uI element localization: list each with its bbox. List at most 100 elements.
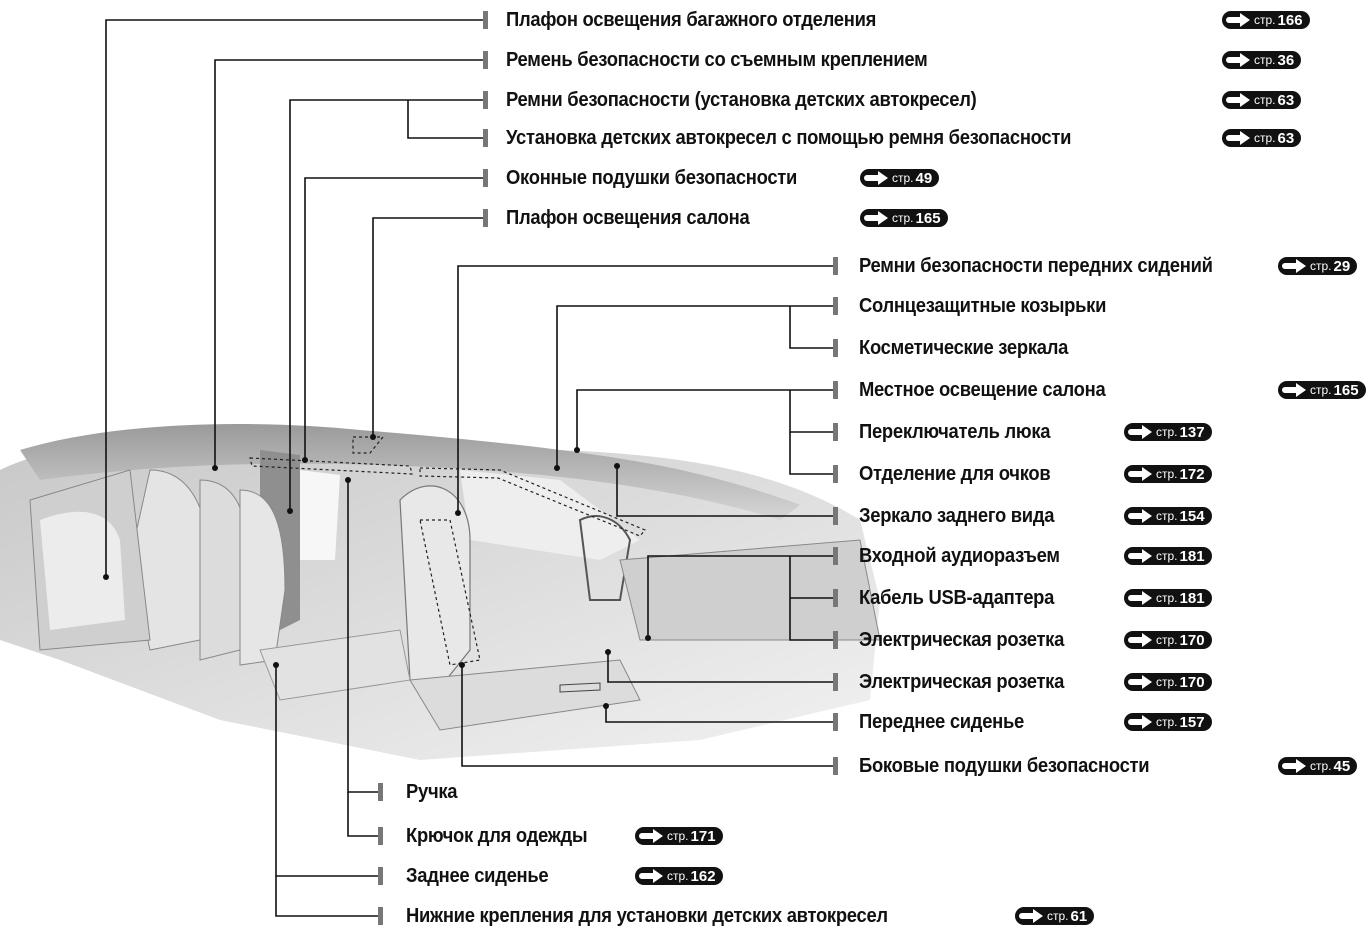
callout-label: Косметические зеркала xyxy=(859,337,1069,359)
arrow-right-icon xyxy=(1019,909,1043,923)
page-reference-badge[interactable]: стр.166 xyxy=(1222,11,1310,29)
callout-marker xyxy=(483,169,488,187)
page-reference-badge[interactable]: стр.61 xyxy=(1015,907,1095,925)
page-reference-link[interactable]: стр.49 xyxy=(860,168,940,188)
arrow-right-icon xyxy=(639,869,663,883)
page-number: 45 xyxy=(1333,757,1351,775)
arrow-right-icon xyxy=(1128,633,1152,647)
page-prefix: стр. xyxy=(667,829,689,843)
arrow-right-icon xyxy=(1128,509,1152,523)
page-reference-badge[interactable]: стр.29 xyxy=(1278,257,1358,275)
page-reference-link[interactable]: стр.181 xyxy=(1124,588,1212,608)
page-prefix: стр. xyxy=(1310,759,1332,773)
page-reference-badge[interactable]: стр.181 xyxy=(1124,547,1212,565)
page-reference-link[interactable]: стр.170 xyxy=(1124,672,1212,692)
callout-marker xyxy=(833,547,838,565)
page-reference-badge[interactable]: стр.36 xyxy=(1222,51,1302,69)
page-prefix: стр. xyxy=(1156,715,1178,729)
callout-label: Ручка xyxy=(406,781,458,803)
arrow-right-icon xyxy=(1226,53,1250,67)
page-reference-badge[interactable]: стр.170 xyxy=(1124,673,1212,691)
page-reference-link[interactable]: стр.63 xyxy=(1222,90,1302,110)
page-prefix: стр. xyxy=(1156,633,1178,647)
page-reference-link[interactable]: стр.165 xyxy=(1278,380,1366,400)
callout-marker xyxy=(833,257,838,275)
page-reference-link[interactable]: стр.166 xyxy=(1222,10,1310,30)
page-reference-badge[interactable]: стр.181 xyxy=(1124,589,1212,607)
page-reference-badge[interactable]: стр.170 xyxy=(1124,631,1212,649)
page-reference-link[interactable]: стр.63 xyxy=(1222,128,1302,148)
callout-marker xyxy=(483,51,488,69)
page-reference-badge[interactable]: стр.63 xyxy=(1222,91,1302,109)
callout-label: Ремни безопасности (установка детских ав… xyxy=(506,89,977,111)
page-reference-link[interactable]: стр.157 xyxy=(1124,712,1212,732)
page-reference-badge[interactable]: стр.49 xyxy=(860,169,940,187)
page-number: 157 xyxy=(1179,713,1205,731)
page-prefix: стр. xyxy=(1156,509,1178,523)
page-reference-link[interactable]: стр.61 xyxy=(1015,906,1095,926)
callout-marker xyxy=(833,713,838,731)
callout-marker xyxy=(378,907,383,925)
callout-marker xyxy=(833,631,838,649)
callout-label: Кабель USB-адаптера xyxy=(859,587,1055,609)
page-number: 181 xyxy=(1179,589,1205,607)
callout-label: Установка детских автокресел с помощью р… xyxy=(506,127,1072,149)
callout-marker xyxy=(833,465,838,483)
page-number: 170 xyxy=(1179,673,1205,691)
callout-label: Заднее сиденье xyxy=(406,865,549,887)
page-reference-link[interactable]: стр.137 xyxy=(1124,422,1212,442)
page-prefix: стр. xyxy=(1310,259,1332,273)
callout-label: Переднее сиденье xyxy=(859,711,1025,733)
page-reference-badge[interactable]: стр.63 xyxy=(1222,129,1302,147)
page-reference-badge[interactable]: стр.45 xyxy=(1278,757,1358,775)
page-number: 49 xyxy=(915,169,933,187)
page-reference-link[interactable]: стр.170 xyxy=(1124,630,1212,650)
page-prefix: стр. xyxy=(1047,909,1069,923)
page-reference-badge[interactable]: стр.137 xyxy=(1124,423,1212,441)
callout-label: Местное освещение салона xyxy=(859,379,1106,401)
page-reference-badge[interactable]: стр.162 xyxy=(635,867,723,885)
page-number: 181 xyxy=(1179,547,1205,565)
page-reference-badge[interactable]: стр.171 xyxy=(635,827,723,845)
page-number: 165 xyxy=(915,209,941,227)
callout-marker xyxy=(378,783,383,801)
arrow-right-icon xyxy=(1226,93,1250,107)
arrow-right-icon xyxy=(1128,591,1152,605)
arrow-right-icon xyxy=(1282,759,1306,773)
arrow-right-icon xyxy=(1128,467,1152,481)
callout-marker xyxy=(378,827,383,845)
page-prefix: стр. xyxy=(1156,591,1178,605)
callout-label: Электрическая розетка xyxy=(859,671,1065,693)
arrow-right-icon xyxy=(1128,425,1152,439)
page-prefix: стр. xyxy=(892,171,914,185)
page-reference-link[interactable]: стр.165 xyxy=(860,208,948,228)
page-reference-link[interactable]: стр.29 xyxy=(1278,256,1358,276)
callout-label: Входной аудиоразъем xyxy=(859,545,1060,567)
page-prefix: стр. xyxy=(892,211,914,225)
callout-marker xyxy=(483,11,488,29)
page-reference-link[interactable]: стр.36 xyxy=(1222,50,1302,70)
page-reference-link[interactable]: стр.45 xyxy=(1278,756,1358,776)
callout-marker xyxy=(483,91,488,109)
page-reference-badge[interactable]: стр.157 xyxy=(1124,713,1212,731)
page-reference-link[interactable]: стр.162 xyxy=(635,866,723,886)
callout-label: Переключатель люка xyxy=(859,421,1051,443)
page-number: 162 xyxy=(690,867,716,885)
page-reference-link[interactable]: стр.181 xyxy=(1124,546,1212,566)
page-reference-badge[interactable]: стр.165 xyxy=(860,209,948,227)
callout-label: Боковые подушки безопасности xyxy=(859,755,1150,777)
page-number: 171 xyxy=(690,827,716,845)
page-reference-link[interactable]: стр.172 xyxy=(1124,464,1212,484)
page-number: 61 xyxy=(1070,907,1088,925)
arrow-right-icon xyxy=(1282,383,1306,397)
car-interior-illustration xyxy=(0,424,881,760)
page-reference-badge[interactable]: стр.154 xyxy=(1124,507,1212,525)
page-reference-badge[interactable]: стр.165 xyxy=(1278,381,1366,399)
page-number: 137 xyxy=(1179,423,1205,441)
page-reference-link[interactable]: стр.154 xyxy=(1124,506,1212,526)
page-reference-link[interactable]: стр.171 xyxy=(635,826,723,846)
page-reference-badge[interactable]: стр.172 xyxy=(1124,465,1212,483)
callout-marker xyxy=(483,129,488,147)
page-prefix: стр. xyxy=(1156,467,1178,481)
page-prefix: стр. xyxy=(1254,131,1276,145)
